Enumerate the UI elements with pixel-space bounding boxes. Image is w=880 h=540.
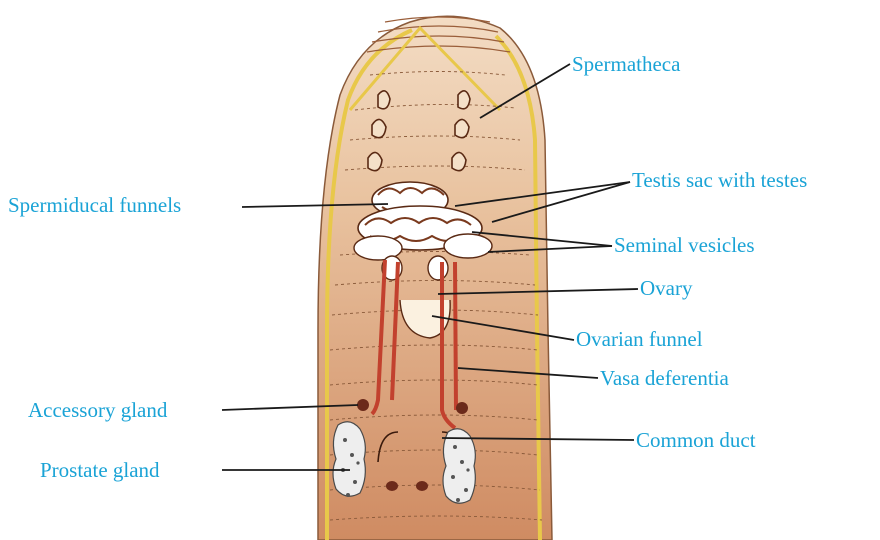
label-testis-sac: Testis sac with testes bbox=[632, 168, 807, 192]
label-ovarian-funnel: Ovarian funnel bbox=[576, 327, 703, 351]
label-common-duct: Common duct bbox=[636, 428, 756, 452]
label-accessory-gland: Accessory gland bbox=[28, 398, 167, 422]
label-seminal-vesicles: Seminal vesicles bbox=[614, 233, 755, 257]
label-prostate-gland: Prostate gland bbox=[40, 458, 160, 482]
label-spermatheca: Spermatheca bbox=[572, 52, 680, 76]
label-vasa-deferentia: Vasa deferentia bbox=[600, 366, 729, 390]
label-ovary: Ovary bbox=[640, 276, 692, 300]
label-spermiducal-funnels: Spermiducal funnels bbox=[8, 193, 181, 217]
